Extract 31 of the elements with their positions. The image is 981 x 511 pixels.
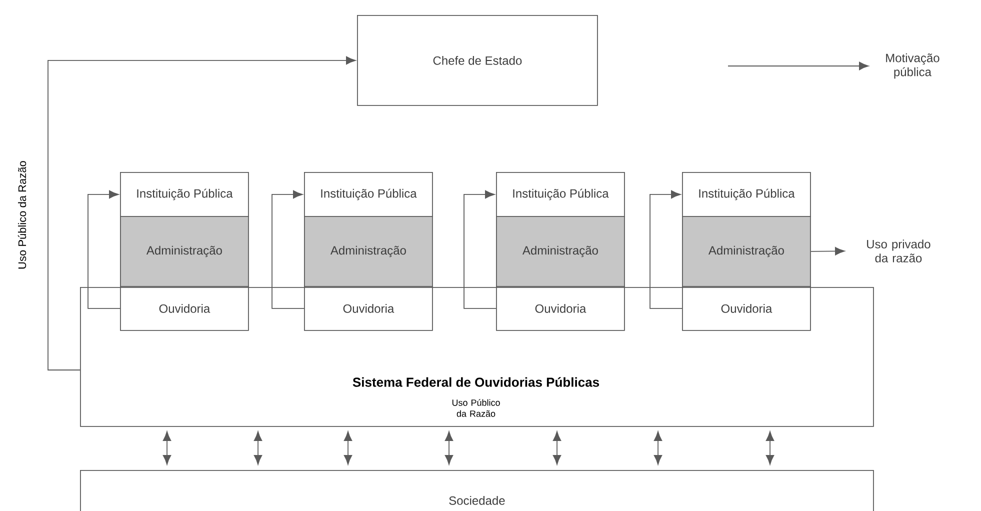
process-box: Ouvidoria [496,286,625,331]
double-arrow [254,431,262,465]
connector-arrow [48,56,356,370]
process-box: Administração [304,216,433,287]
process-box: Instituição Pública [120,172,249,217]
process-box: Instituição Pública [496,172,625,217]
process-box: Ouvidoria [120,286,249,331]
loop-arrow [88,190,120,309]
process-box: Administração [120,216,249,287]
arrow [810,247,845,256]
process-box: Instituição Pública [304,172,433,217]
process-box: Ouvidoria [682,286,811,331]
double-arrow [444,431,454,465]
double-arrow [654,431,662,465]
process-box: Instituição Pública [682,172,811,217]
edge-label: Uso Público da Razão [16,160,28,270]
arrow [728,62,869,70]
process-box: Chefe de Estado [357,15,598,106]
double-arrow [162,431,172,465]
double-arrow [552,431,562,465]
process-box: Administração [496,216,625,287]
text-label: Uso privado da razão [867,240,930,262]
loop-arrow [272,190,304,309]
text-label: Motivação pública [886,53,940,79]
process-box: Ouvidoria [304,286,433,331]
loop-arrow [650,190,682,309]
process-box: Sociedade [80,470,874,511]
double-arrow [344,431,352,465]
process-box: Administração [682,216,811,287]
double-arrow [766,431,774,465]
loop-arrow [464,190,496,309]
